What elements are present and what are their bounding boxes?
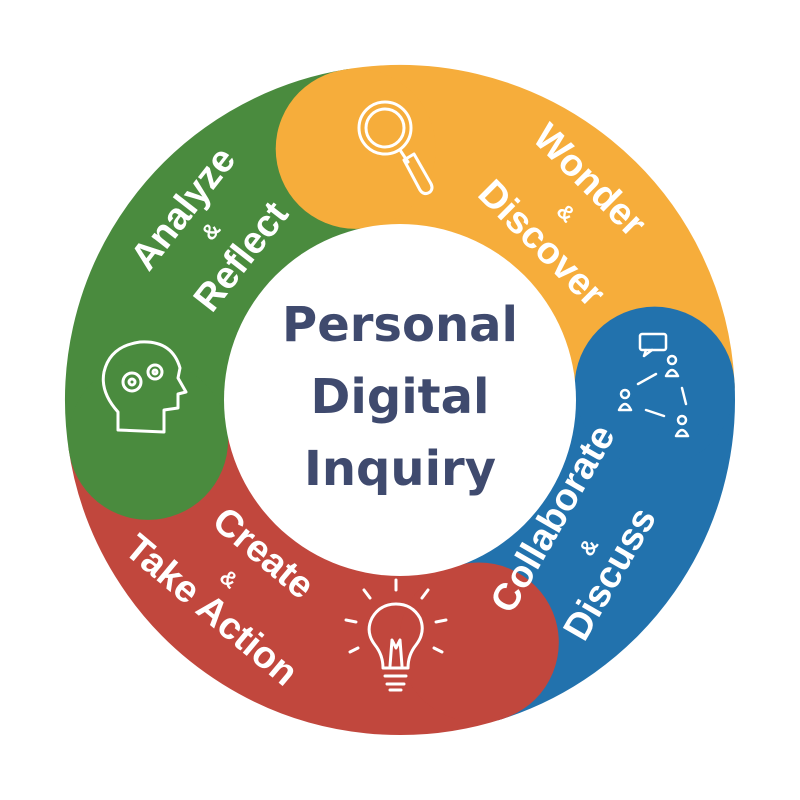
center-title-line2: Digital <box>311 369 490 425</box>
magnifying-glass-icon <box>357 100 434 196</box>
center-circle <box>224 224 576 576</box>
center-title-line1: Personal <box>282 297 518 353</box>
segment-create-cap <box>398 562 559 723</box>
segment-wonder-cap <box>275 68 436 229</box>
people-discussion-icon <box>617 332 690 438</box>
lightbulb-icon <box>344 578 448 692</box>
center-title-line3: Inquiry <box>304 441 496 497</box>
segment-analyze-cap <box>68 359 229 520</box>
head-gears-icon <box>101 340 188 434</box>
segment-collaborate-cap <box>574 306 735 467</box>
